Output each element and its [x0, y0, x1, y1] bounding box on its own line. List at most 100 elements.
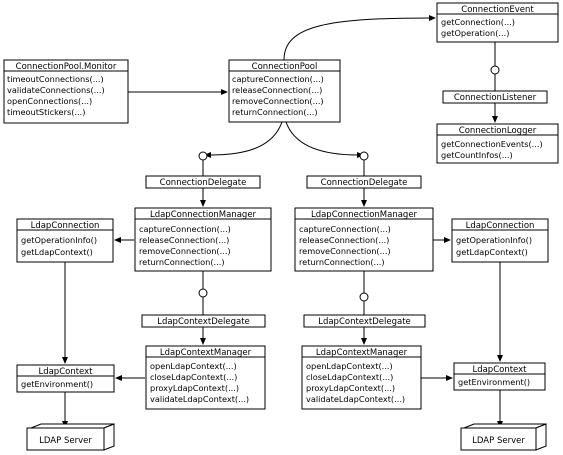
method: returnConnection(...) [139, 257, 225, 267]
method: getEnvironment() [21, 379, 93, 389]
arrowhead [497, 355, 503, 362]
class-title: LdapContextManager [160, 348, 252, 358]
class-ctxmanager-right: LdapContextManager openLdapContext(...) … [301, 345, 422, 410]
pool-to-right-delegate-line [285, 121, 359, 156]
method: getOperationInfo() [456, 235, 532, 245]
left-delegate-lollipop [198, 151, 208, 161]
method: openLdapContext(...) [150, 361, 237, 371]
interface-box [442, 90, 548, 104]
arrowhead [221, 89, 228, 95]
method: releaseConnection(...) [139, 235, 229, 245]
right-delegate-lollipop [359, 151, 369, 161]
method: captureConnection(...) [139, 224, 231, 234]
connectors [62, 15, 503, 428]
class-title: LdapConnectionManager [311, 210, 418, 220]
arrowhead [446, 375, 453, 381]
method: validateLdapContext(...) [306, 394, 405, 404]
method: closeLdapContext(...) [150, 372, 237, 382]
class-context-left: LdapContext getEnvironment() [16, 364, 115, 393]
arrowhead [62, 357, 68, 364]
method: removeConnection(...) [232, 96, 324, 106]
class-title: ConnectionEvent [461, 5, 534, 15]
method: removeConnection(...) [139, 246, 231, 256]
class-title: LdapContext [472, 365, 527, 375]
arrowhead [429, 15, 436, 21]
class-box [453, 362, 546, 391]
method: getCountInfos(...) [441, 150, 513, 160]
class-box [436, 2, 559, 43]
arrowhead [361, 200, 367, 207]
server-label: LDAP Server [472, 436, 525, 446]
interface-delegate-right: ConnectionDelegate [306, 175, 422, 189]
class-context-right: LdapContext getEnvironment() [453, 362, 546, 391]
interface-listener: ConnectionListener [442, 90, 548, 104]
class-title: LdapConnection [466, 221, 535, 231]
class-logger: ConnectionLogger getConnectionEvents(...… [436, 123, 559, 164]
node-top-face [30, 423, 115, 429]
class-title: ConnectionLogger [459, 126, 537, 136]
pool-to-left-delegate-line [209, 121, 283, 156]
method: removeConnection(...) [299, 246, 391, 256]
class-title: LdapContext [38, 367, 93, 377]
class-pool: ConnectionPool captureConnection(...) re… [228, 59, 341, 123]
method: openLdapContext(...) [306, 361, 393, 371]
class-box [436, 123, 559, 164]
class-ctxmanager-left: LdapContextManager openLdapContext(...) … [145, 345, 266, 410]
interface-box [141, 314, 266, 328]
class-connection-left: LdapConnection getOperationInfo() getLda… [16, 218, 114, 263]
method: getLdapContext() [456, 247, 528, 257]
class-title: LdapConnection [31, 221, 100, 231]
node-front-face [26, 427, 105, 451]
class-title: ConnectionPool [252, 62, 318, 72]
method: getOperation(...) [441, 28, 509, 38]
interface-box [303, 314, 426, 328]
class-manager-left: LdapConnectionManager captureConnection(… [134, 207, 272, 272]
arrowhead [115, 375, 122, 381]
node-top-face [463, 423, 547, 429]
method: validateLdapContext(...) [150, 394, 249, 404]
left-ctxdelegate-lollipop [198, 288, 208, 298]
arrowhead [361, 338, 367, 345]
method: timeoutStickers(...) [7, 107, 85, 117]
class-title: ConnectionPool.Monitor [16, 62, 117, 72]
method: releaseConnection(...) [299, 235, 389, 245]
method: captureConnection(...) [299, 224, 391, 234]
class-box [228, 59, 341, 123]
class-box [16, 364, 115, 393]
method: releaseConnection(...) [232, 85, 322, 95]
method: getLdapContext() [21, 247, 93, 257]
interface-ctxdelegate-right: LdapContextDelegate [303, 314, 426, 328]
method: getEnvironment() [458, 377, 530, 387]
method: timeoutConnections(...) [7, 74, 104, 84]
right-ctxdelegate-lollipop [359, 292, 369, 302]
interface-label: ConnectionDelegate [160, 178, 247, 188]
node-side-face [535, 423, 547, 451]
method: captureConnection(...) [232, 74, 324, 84]
listener-lollipop [490, 65, 500, 75]
method: proxyLdapContext(...) [306, 383, 395, 393]
method: returnConnection(...) [299, 257, 385, 267]
interface-label: ConnectionListener [454, 93, 537, 103]
method: getOperationInfo() [21, 235, 97, 245]
interface-delegate-left: ConnectionDelegate [145, 175, 261, 189]
arrowhead [114, 237, 121, 243]
class-box [451, 218, 549, 263]
interface-label: ConnectionDelegate [321, 178, 408, 188]
server-label: LDAP Server [39, 436, 92, 446]
class-connection-right: LdapConnection getOperationInfo() getLda… [451, 218, 549, 263]
node-front-face [460, 427, 537, 451]
class-event: ConnectionEvent getConnection(...) getOp… [436, 2, 559, 43]
method: getConnectionEvents(...) [441, 139, 543, 149]
arrowhead [200, 200, 206, 207]
interface-ctxdelegate-left: LdapContextDelegate [141, 314, 266, 328]
server-left: LDAP Server [26, 423, 115, 451]
method: validateConnections(...) [7, 85, 105, 95]
class-monitor: ConnectionPool.Monitor timeoutConnection… [3, 59, 129, 124]
interface-label: LdapContextDelegate [157, 317, 250, 327]
method: closeLdapContext(...) [306, 372, 393, 382]
pool-to-event-line [283, 17, 431, 61]
class-manager-right: LdapConnectionManager captureConnection(… [294, 207, 434, 272]
arrowhead [204, 152, 211, 158]
arrowhead [492, 116, 498, 123]
